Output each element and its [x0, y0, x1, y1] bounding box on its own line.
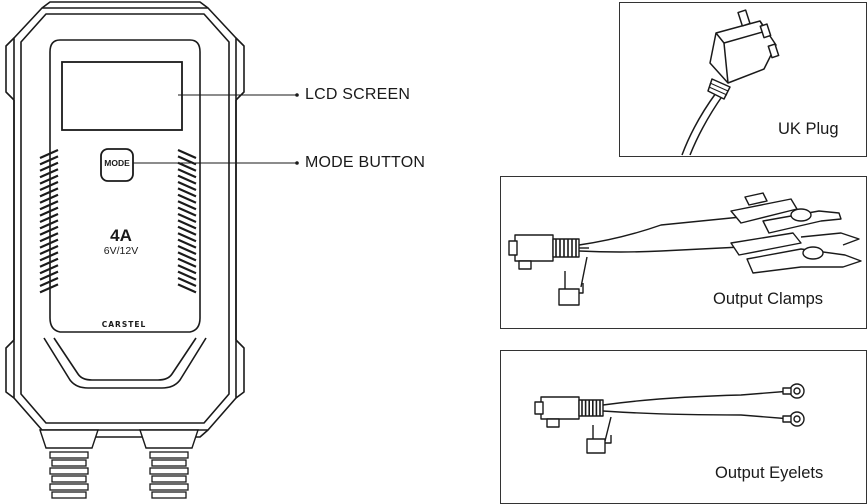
output-clamps-illustration: [508, 192, 862, 306]
uk-plug-box: UK Plug: [619, 2, 867, 157]
rating-label: 4A: [110, 226, 132, 245]
uk-plug-label: UK Plug: [778, 120, 839, 138]
charger-device: [5, 1, 245, 499]
mode-button-label: MODE: [104, 158, 130, 168]
mode-button-callout: MODE BUTTON: [305, 154, 426, 171]
voltage-label: 6V/12V: [103, 245, 139, 257]
output-eyelets-illustration: [534, 383, 805, 454]
mode-button[interactable]: [100, 148, 134, 182]
output-eyelets-box: Output Eyelets: [500, 350, 867, 504]
callout-lines: [133, 93, 299, 165]
output-eyelets-label: Output Eyelets: [715, 464, 824, 482]
output-clamps-box: Output Clamps: [500, 176, 867, 329]
uk-plug-illustration: [681, 9, 780, 156]
output-clamps-label: Output Clamps: [713, 290, 824, 308]
cable-strain-reliefs: [49, 451, 189, 499]
lcd-screen: [61, 61, 183, 131]
brand-logo: CARSTEL: [101, 320, 147, 329]
front-panel: [49, 39, 201, 333]
side-vents: [39, 148, 197, 294]
lcd-screen-callout: LCD SCREEN: [305, 86, 411, 103]
